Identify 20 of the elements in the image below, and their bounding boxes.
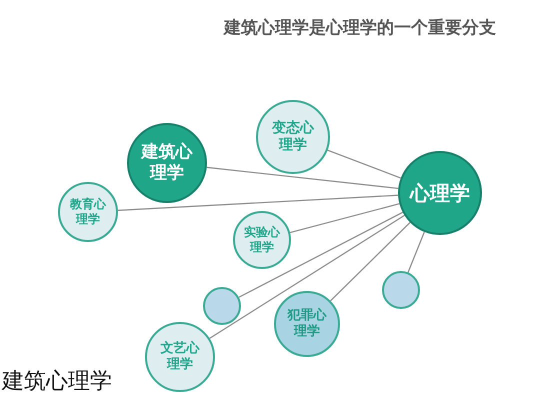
- caption: 建筑心理学: [2, 368, 112, 396]
- connector-line: [209, 214, 405, 339]
- topic-circle: [274, 291, 340, 357]
- connector-line: [118, 194, 398, 211]
- topic-label: 变态心理学: [271, 120, 315, 154]
- connector-line: [238, 212, 403, 298]
- connector-line: [408, 232, 425, 273]
- connector-line: [327, 150, 401, 179]
- topic-label: 心理学: [408, 180, 471, 206]
- topic-label: 文艺心理学: [160, 340, 200, 374]
- circle-shape: [382, 271, 420, 309]
- topic-label: 教育心理学: [69, 197, 107, 227]
- connector-line: [290, 203, 400, 234]
- topic-label: 犯罪心理学: [287, 308, 327, 340]
- topic-label: 实验心理学: [243, 225, 281, 255]
- title: 建筑心理学是心理学的一个重要分支: [222, 17, 497, 39]
- connector-line: [330, 222, 410, 302]
- connector-line: [206, 166, 398, 189]
- topic-label: 建筑心理学: [140, 142, 194, 184]
- circle-shape: [203, 287, 241, 325]
